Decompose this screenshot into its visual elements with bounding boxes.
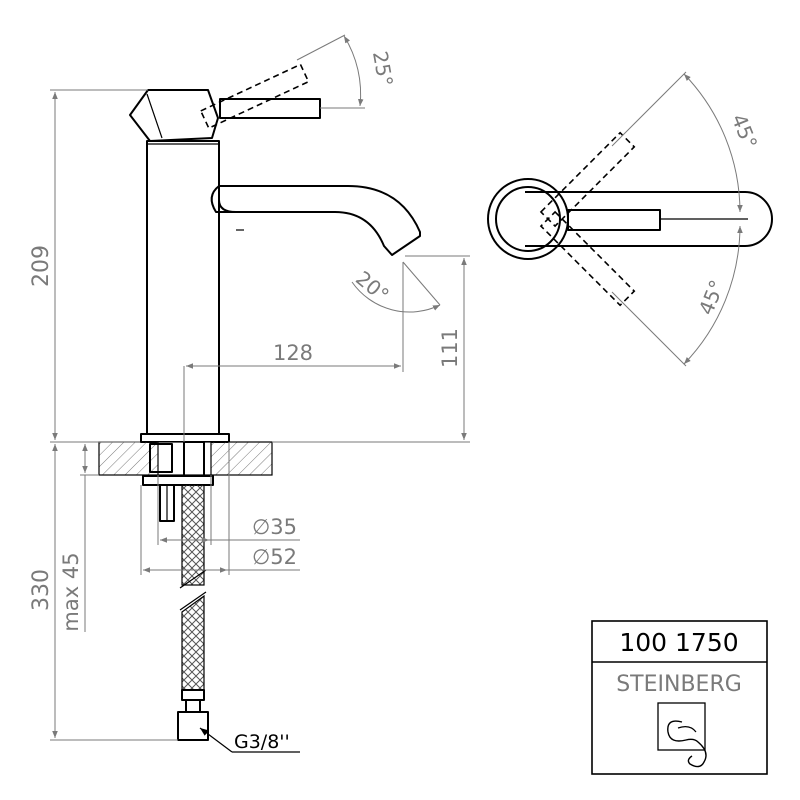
side-dimensions: 209 330 max 45 128 111 20° 25° <box>29 34 470 753</box>
thread-label: G3/8'' <box>234 731 290 753</box>
mounting-plate <box>142 475 214 486</box>
hole-diameter-label: ∅35 <box>252 515 297 539</box>
spout-reach-label: 128 <box>273 341 313 365</box>
lever-angle-label: 25° <box>368 49 398 88</box>
title-block: 100 1750 STEINBERG <box>591 620 768 775</box>
spout-angle-label: 20° <box>351 266 394 307</box>
lever-handle <box>219 98 321 119</box>
mounting-section <box>98 441 273 741</box>
brand-name: STEINBERG <box>616 672 742 697</box>
hose-nut <box>177 711 209 741</box>
base-diameter-label: ∅52 <box>252 545 297 569</box>
faucet-side-view <box>129 63 421 443</box>
faucet-top-view <box>487 131 773 307</box>
supply-hose <box>181 484 205 586</box>
faucet-body <box>146 140 220 435</box>
rotation-bottom-label: 45° <box>694 276 730 318</box>
spout <box>218 185 421 256</box>
lever-top <box>567 209 661 231</box>
height-total-label: 209 <box>29 245 54 287</box>
steinberg-logo <box>657 702 707 768</box>
product-code: 100 1750 <box>619 628 738 657</box>
lever-head <box>129 89 219 142</box>
hose-length-label: 330 <box>29 569 54 611</box>
max-thickness-label: max 45 <box>59 552 83 631</box>
body-top-inner <box>495 186 561 252</box>
rotation-top-label: 45° <box>727 110 763 152</box>
spout-top <box>525 191 773 247</box>
faucet-base-ring <box>140 433 230 443</box>
spout-height-label: 111 <box>438 328 462 368</box>
